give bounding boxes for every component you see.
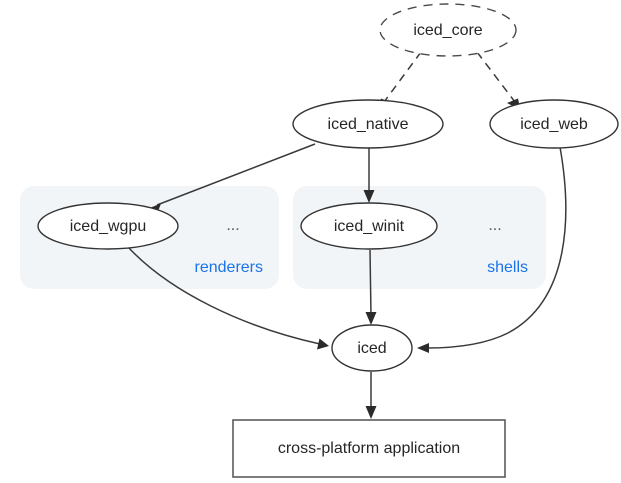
cluster-shells-ellipsis: ... bbox=[488, 217, 501, 234]
node-iced-web-shape[interactable] bbox=[489, 99, 619, 149]
node-iced-label: iced bbox=[357, 340, 386, 357]
edge-iced-wgpu-to-iced bbox=[127, 246, 329, 350]
node-iced-native-label: iced_native bbox=[328, 116, 409, 133]
node-iced-web[interactable]: iced_web bbox=[489, 99, 619, 149]
edge-iced-winit-to-iced bbox=[365, 249, 377, 325]
node-iced-wgpu-shape[interactable] bbox=[37, 202, 179, 250]
node-iced-winit[interactable]: iced_winit bbox=[300, 202, 438, 250]
node-iced-wgpu-label: iced_wgpu bbox=[70, 218, 147, 235]
node-iced-shape[interactable] bbox=[331, 324, 413, 372]
node-application[interactable]: cross-platform application bbox=[232, 419, 506, 478]
cluster-shells-label: shells bbox=[487, 259, 528, 276]
edge-iced-web-to-iced bbox=[417, 146, 567, 353]
node-iced[interactable]: iced bbox=[331, 324, 413, 372]
cluster-renderers-ellipsis: ... bbox=[226, 217, 239, 234]
node-iced-wgpu[interactable]: iced_wgpu bbox=[37, 202, 179, 250]
node-iced-native-shape[interactable] bbox=[292, 99, 444, 149]
edge-iced-core-to-iced-web bbox=[476, 51, 521, 110]
node-application-shape[interactable] bbox=[232, 419, 506, 478]
node-iced-core-shape[interactable] bbox=[379, 3, 517, 57]
node-iced-core-label: iced_core bbox=[413, 22, 482, 39]
node-application-label: cross-platform application bbox=[278, 440, 460, 457]
node-iced-core[interactable]: iced_core bbox=[379, 3, 517, 57]
cluster-renderers-label: renderers bbox=[195, 259, 263, 276]
node-iced-winit-label: iced_winit bbox=[334, 218, 405, 235]
node-iced-winit-shape[interactable] bbox=[300, 202, 438, 250]
edge-iced-to-application bbox=[365, 372, 377, 419]
edge-iced-native-to-iced-winit bbox=[363, 148, 375, 203]
node-iced-web-label: iced_web bbox=[520, 116, 588, 133]
node-iced-native[interactable]: iced_native bbox=[292, 99, 444, 149]
